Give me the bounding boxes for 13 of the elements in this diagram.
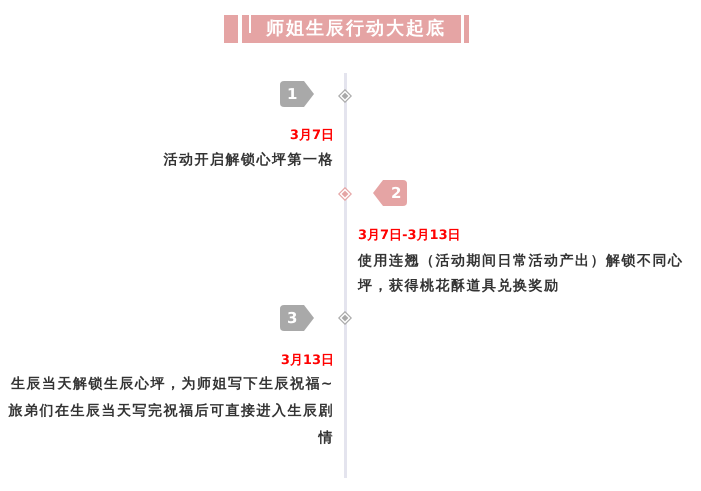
step-badge	[280, 305, 314, 331]
description-text: 生辰当天解锁生辰心坪，为师姐写下生辰祝福~旅弟们在生辰当天写完祝福后可直接进入生辰剧情	[7, 374, 334, 448]
date-text: 3月7日-3月13日	[358, 227, 461, 245]
step-badge	[280, 81, 314, 107]
description-text: 使用连翘（活动期间日常活动产出）解锁不同心坪，获得桃花酥道具兑换奖励	[358, 252, 684, 296]
step-number: 2	[391, 183, 402, 203]
step-number: 1	[287, 84, 298, 104]
step-badge	[373, 180, 407, 206]
title-text: 师姐生辰行动大起底	[266, 18, 446, 40]
step-number: 3	[287, 308, 298, 328]
description-text: 活动开启解锁心坪第一格	[164, 150, 334, 170]
date-text: 3月7日	[290, 127, 334, 145]
date-text: 3月13日	[280, 352, 334, 370]
